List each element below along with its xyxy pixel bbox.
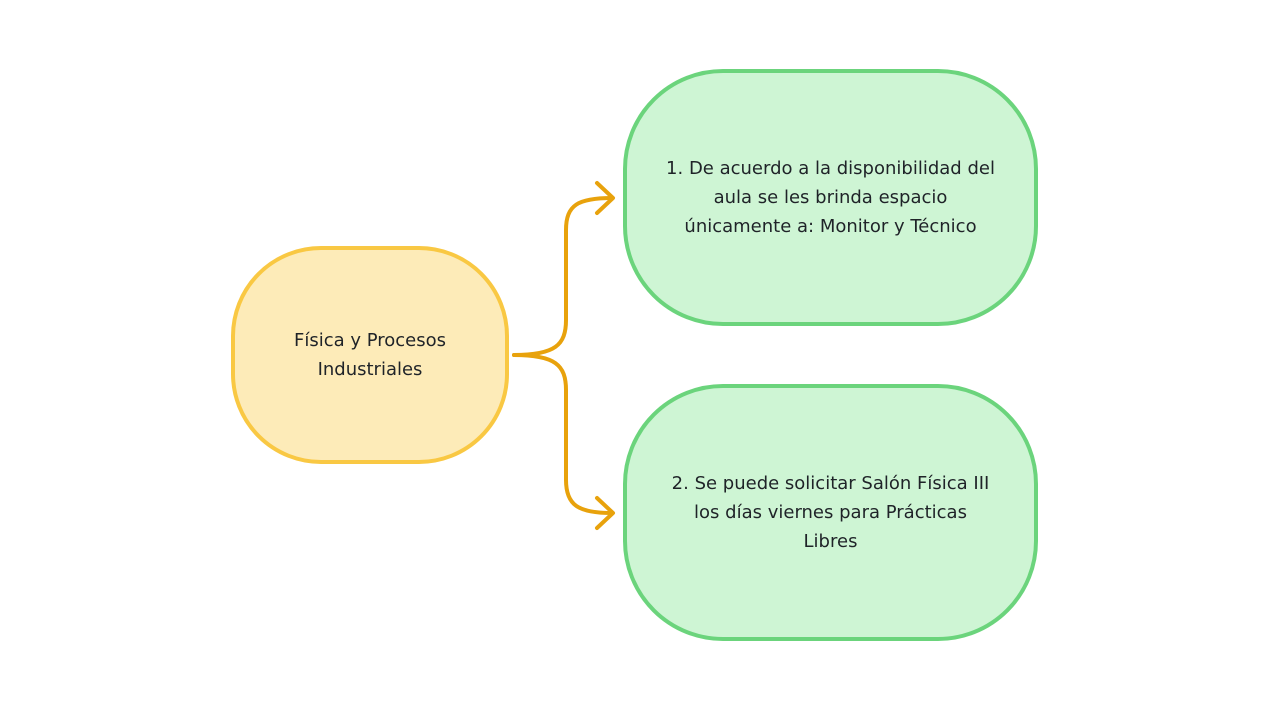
child-node-1[interactable]: 1. De acuerdo a la disponibilidad del au… — [623, 69, 1038, 326]
arrowhead-child-2-icon — [595, 496, 615, 530]
connector-root-to-child-1 — [512, 196, 614, 357]
connector-root-to-child-2 — [512, 353, 614, 515]
root-node-label: Física y Procesos Industriales — [293, 330, 447, 380]
child-node-2-label: 2. Se puede solicitar Salón Física III l… — [671, 473, 990, 552]
arrowhead-child-1-icon — [595, 181, 615, 215]
child-node-2[interactable]: 2. Se puede solicitar Salón Física III l… — [623, 384, 1038, 641]
child-node-1-label: 1. De acuerdo a la disponibilidad del au… — [666, 158, 995, 237]
root-node[interactable]: Física y Procesos Industriales — [231, 246, 509, 464]
